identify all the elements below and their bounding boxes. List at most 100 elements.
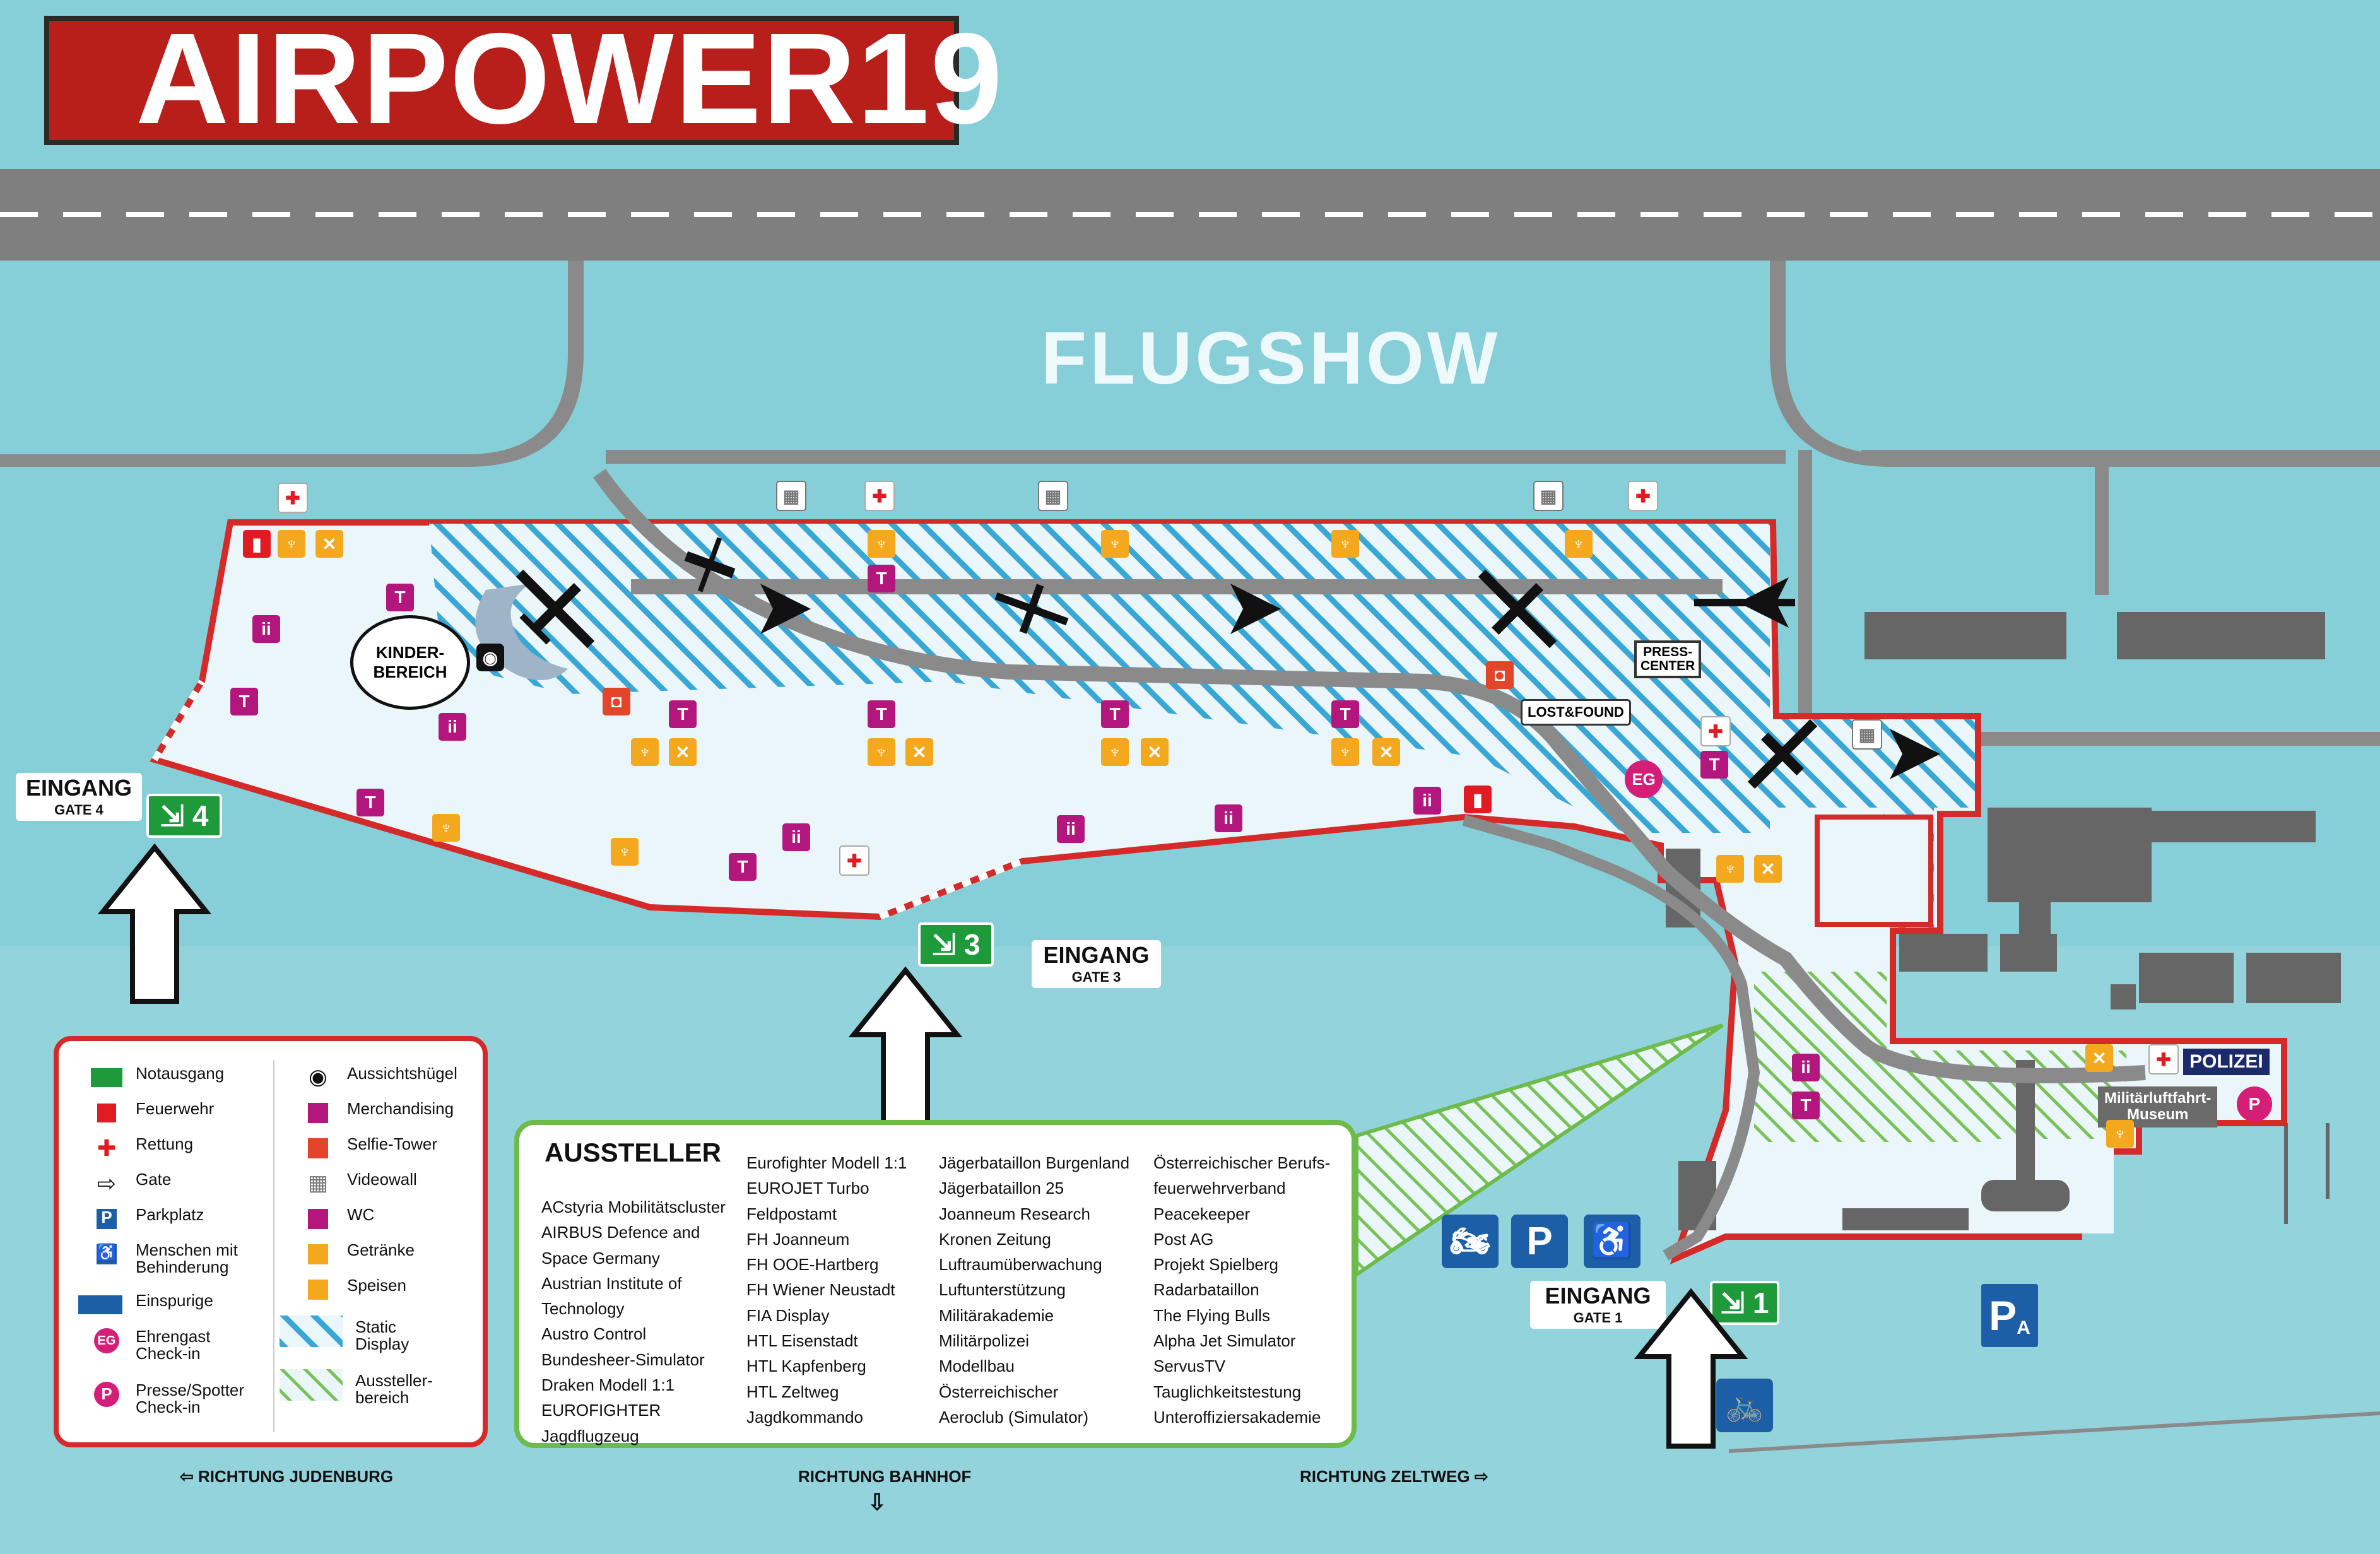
legend-label: Presse/Spotter Check-in xyxy=(136,1380,244,1417)
tshirt-icon: T xyxy=(669,700,697,728)
press-badge-icon: P xyxy=(2237,1086,2272,1122)
tshirt-icon: T xyxy=(1331,700,1359,728)
aussteller-item: Jagdflugzeug xyxy=(541,1426,639,1445)
aussteller-item: Draken Modell 1:1 xyxy=(541,1375,675,1395)
aussteller-item: Post AG xyxy=(1153,1229,1214,1249)
camera-icon: ◘ xyxy=(1486,661,1514,689)
gate-1-label: EINGANG GATE 1 xyxy=(1530,1281,1666,1329)
videowall-icon: ▦ xyxy=(307,1171,329,1196)
legend-label: Ehrengast Check-in xyxy=(136,1327,211,1363)
emergency-exit-gate-1: ⇲ 1 xyxy=(1710,1281,1779,1325)
legend-label: Parkplatz xyxy=(136,1205,204,1224)
tshirt-icon: T xyxy=(729,853,757,881)
drink-icon: ♆ xyxy=(1716,855,1744,883)
direction-bahnhof: RICHTUNG BAHNHOF xyxy=(798,1467,972,1486)
aussteller-item: HTL Eisenstadt xyxy=(746,1331,858,1351)
gate-4-arrow-icon[interactable] xyxy=(98,842,211,1006)
aussteller-item: Österreichischer Berufs- xyxy=(1153,1153,1331,1172)
gate-3-label: EINGANG GATE 3 xyxy=(1032,940,1161,988)
direction-judenburg: ⇦ RICHTUNG JUDENBURG xyxy=(180,1467,394,1486)
aussteller-item: Jägerbataillon Burgenland xyxy=(939,1153,1130,1172)
aussteller-item: AIRBUS Defence and xyxy=(541,1223,700,1242)
tshirt-icon: T xyxy=(868,565,895,592)
legend-label: Videowall xyxy=(347,1170,417,1189)
videowall-icon: ▦ xyxy=(1533,481,1564,511)
legend-label: Gate xyxy=(136,1170,172,1189)
legend-label: Menschen mit Behinderung xyxy=(136,1240,238,1277)
aussteller-item: Austrian Institute of xyxy=(541,1273,682,1293)
videowall-icon: ▦ xyxy=(776,481,806,511)
red-cross-icon: ✚ xyxy=(2148,1044,2179,1074)
bike-motorbike-icon xyxy=(78,1295,122,1314)
drink-icon: ♆ xyxy=(631,738,659,766)
static-hatch-icon xyxy=(280,1316,343,1347)
food-icon xyxy=(308,1280,328,1300)
aussteller-item: HTL Zeltweg xyxy=(746,1382,839,1401)
food-icon: ✕ xyxy=(1372,738,1400,766)
eye-icon: ◉ xyxy=(476,644,504,671)
legend-label: Feuerwehr xyxy=(136,1099,215,1118)
emergency-exit-gate-3: ⇲ 3 xyxy=(918,922,994,967)
drink-icon: ♆ xyxy=(278,530,305,558)
aussteller-item: FH OOE-Hartberg xyxy=(746,1255,879,1274)
fire-extinguisher-icon xyxy=(97,1104,116,1122)
aussteller-item: Space Germany xyxy=(541,1248,660,1268)
aussteller-item: Unteroffiziersakademie xyxy=(1153,1407,1321,1427)
videowall-icon: ▦ xyxy=(1852,719,1882,750)
legend-label: Merchandising xyxy=(347,1099,454,1118)
aussteller-item: Austro Control xyxy=(541,1324,647,1344)
aussteller-item: The Flying Bulls xyxy=(1153,1305,1270,1325)
food-icon: ✕ xyxy=(315,530,343,558)
legend-label: Selfie-Tower xyxy=(347,1134,438,1153)
tshirt-icon: T xyxy=(230,688,258,715)
aussteller-item: Eurofighter Modell 1:1 xyxy=(746,1153,907,1172)
gate-1-arrow-icon[interactable] xyxy=(1634,1287,1748,1451)
legend-divider xyxy=(273,1060,274,1432)
camera-icon: ◘ xyxy=(603,688,630,715)
drink-icon: ♆ xyxy=(611,838,639,866)
ehrengast-badge: EG xyxy=(1625,760,1663,798)
aussteller-item: Peacekeeper xyxy=(1153,1204,1251,1223)
kinder-bereich-label: KINDER- BEREICH xyxy=(350,615,470,710)
aussteller-item: FH Joanneum xyxy=(746,1229,850,1249)
wc-icon: ii xyxy=(1057,815,1085,843)
wc-icon: ii xyxy=(252,615,280,643)
drink-icon: ♆ xyxy=(432,814,460,842)
polizei-label: POLIZEI xyxy=(2183,1049,2270,1075)
bicycle-icon: 🚲 xyxy=(1716,1379,1773,1432)
tshirt-icon: T xyxy=(386,584,414,611)
aussteller-column-4: Österreichischer Berufs-feuerwehrverband… xyxy=(1153,1150,1330,1430)
aussteller-item: Jagdkommando xyxy=(746,1407,863,1427)
videowall-icon: ▦ xyxy=(1038,481,1068,511)
aussteller-item: Österreichischer xyxy=(939,1382,1059,1401)
legend-label: Speisen xyxy=(347,1276,406,1295)
wc-icon xyxy=(308,1209,328,1229)
legend-label: Aussteller- bereich xyxy=(355,1371,433,1408)
emergency-exit-icon xyxy=(91,1068,122,1087)
tshirt-icon xyxy=(308,1103,328,1123)
food-icon: ✕ xyxy=(2085,1044,2113,1072)
page-title: AIRPOWER19 xyxy=(136,6,1004,151)
parking-sign: P xyxy=(1511,1215,1568,1268)
aussteller-item: Militärpolizei xyxy=(939,1331,1030,1351)
food-icon: ✕ xyxy=(1754,855,1782,883)
title-banner xyxy=(44,16,959,145)
red-cross-icon: ✚ xyxy=(1700,716,1731,746)
red-cross-icon: ✚ xyxy=(839,845,869,876)
gate-3-arrow-icon[interactable] xyxy=(849,965,962,1129)
lost-found-label: LOST&FOUND xyxy=(1521,699,1631,726)
aussteller-item: Tauglichkeitstestung xyxy=(1153,1382,1302,1401)
wheelchair-icon: ♿ xyxy=(97,1244,117,1264)
fire-extinguisher-icon: ▮ xyxy=(1464,786,1492,813)
press-badge-icon: P xyxy=(94,1382,119,1407)
legend-label: Einspurige xyxy=(136,1291,213,1310)
aussteller-item: Feldpostamt xyxy=(746,1204,837,1223)
drink-icon: ♆ xyxy=(1101,530,1129,558)
drink-icon: ♆ xyxy=(868,738,895,766)
drink-icon xyxy=(308,1244,328,1264)
aussteller-title: AUSSTELLER xyxy=(545,1138,722,1167)
